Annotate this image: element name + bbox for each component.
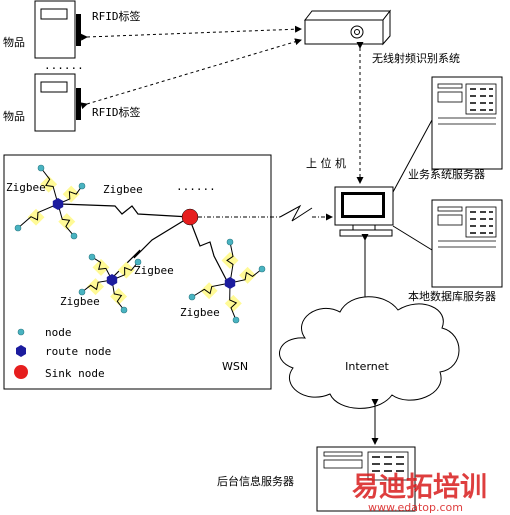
backend-server bbox=[316, 446, 416, 512]
database-server bbox=[431, 199, 503, 288]
zigbee-label: Zigbee bbox=[6, 181, 46, 194]
rfid-system-label: 无线射频识别系统 bbox=[372, 51, 460, 65]
watermark-text: 易迪拓培训 bbox=[352, 472, 487, 503]
item-box-bottom bbox=[34, 73, 81, 132]
pc-label: 上 位 机 bbox=[306, 156, 346, 170]
sensor-node bbox=[258, 265, 266, 273]
link-pc-database-server bbox=[392, 225, 433, 251]
watermark: 易迪拓培训 www.edatop.com bbox=[352, 472, 487, 514]
legend-route-node-icon bbox=[16, 345, 26, 357]
link-route2-sink bbox=[111, 217, 189, 279]
backend-server-label: 后台信息服务器 bbox=[217, 474, 294, 488]
database-server-label: 本地数据库服务器 bbox=[408, 289, 496, 303]
legend-node-icon bbox=[17, 328, 25, 336]
sink-node bbox=[181, 208, 199, 226]
rfid-reader-device bbox=[303, 9, 392, 46]
route-node bbox=[224, 277, 236, 289]
pc-computer-icon bbox=[334, 186, 394, 237]
node-link bbox=[17, 203, 59, 229]
wsn-ellipsis: ...... bbox=[176, 180, 216, 193]
business-server-label: 业务系统服务器 bbox=[408, 168, 485, 181]
sensor-node bbox=[226, 238, 234, 246]
node-link bbox=[81, 279, 113, 293]
signal-glow bbox=[62, 185, 80, 203]
link-pc-business-server bbox=[392, 119, 433, 193]
link-route3-sink bbox=[189, 219, 229, 284]
sensor-node bbox=[78, 182, 86, 190]
sensor-node bbox=[134, 258, 142, 266]
link-tag-top-reader bbox=[80, 25, 302, 41]
node-link bbox=[40, 167, 59, 205]
node-link bbox=[229, 268, 263, 284]
legend-node-label: node bbox=[45, 326, 72, 339]
sensor-node bbox=[188, 293, 196, 301]
sensor-node bbox=[70, 232, 78, 240]
sensor-node bbox=[120, 306, 128, 314]
signal-glow bbox=[92, 258, 110, 276]
node-link bbox=[91, 256, 113, 281]
item-label-top: 物品 bbox=[3, 35, 25, 49]
wsn-title: WSN bbox=[222, 360, 248, 373]
route-node bbox=[52, 198, 64, 210]
signal-glow bbox=[224, 294, 242, 312]
route-node bbox=[106, 274, 118, 286]
node-link bbox=[111, 261, 139, 281]
legend-route-node-label: route node bbox=[45, 345, 111, 358]
watermark-url: www.edatop.com bbox=[368, 501, 463, 514]
legend-sink-node-icon bbox=[14, 365, 28, 379]
business-server bbox=[431, 76, 503, 170]
rfid-tag-label-top: RFID标签 bbox=[92, 9, 141, 23]
zigbee-label: Zigbee bbox=[180, 306, 220, 319]
zigbee-label: Zigbee bbox=[134, 264, 174, 277]
node-link bbox=[229, 282, 238, 321]
signal-glow bbox=[221, 251, 239, 269]
link-route1-sink bbox=[59, 203, 191, 218]
legend-sink-node-label: Sink node bbox=[45, 367, 105, 380]
sensor-node bbox=[88, 253, 96, 261]
node-link bbox=[57, 203, 75, 237]
link-tag-bottom-reader bbox=[80, 38, 302, 110]
signal-glow bbox=[239, 266, 257, 284]
rfid-tag-label-bottom: RFID标签 bbox=[92, 105, 141, 119]
internet-label: Internet bbox=[345, 360, 389, 373]
node-link bbox=[111, 279, 125, 311]
node-layer bbox=[14, 164, 266, 324]
sensor-node bbox=[37, 164, 45, 172]
internet-cloud bbox=[279, 296, 460, 409]
node-link bbox=[191, 282, 231, 298]
item-label-bottom: 物品 bbox=[3, 109, 25, 123]
reader-antenna-icon bbox=[350, 25, 364, 39]
sensor-node bbox=[14, 224, 22, 232]
node-link bbox=[226, 241, 234, 284]
zigbee-label: Zigbee bbox=[60, 295, 100, 308]
node-link bbox=[57, 185, 83, 205]
item-box-top bbox=[34, 0, 81, 59]
wsn-boundary bbox=[3, 154, 272, 390]
items-ellipsis: ...... bbox=[44, 59, 84, 72]
sensor-node bbox=[78, 288, 86, 296]
wireless-bolt-sink-pc bbox=[279, 204, 313, 222]
signal-glow bbox=[117, 261, 135, 279]
zigbee-label: Zigbee bbox=[103, 183, 143, 196]
sensor-node bbox=[232, 316, 240, 324]
